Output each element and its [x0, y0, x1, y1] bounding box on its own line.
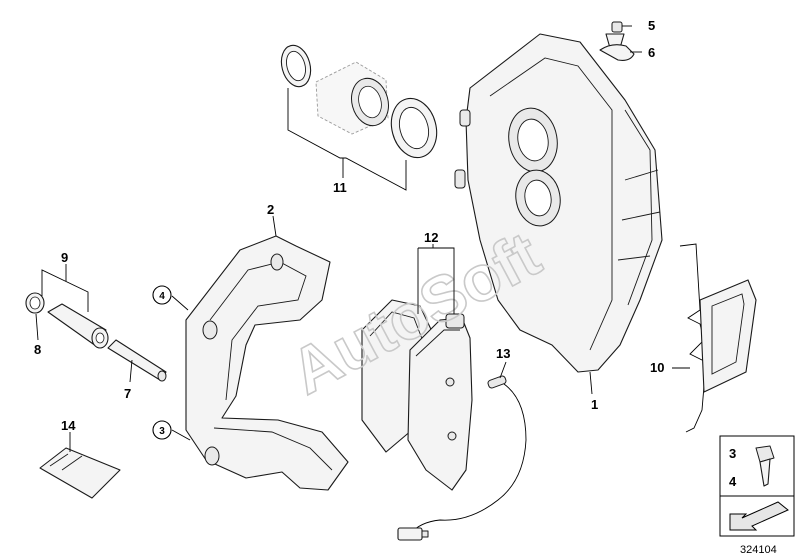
dust-cap	[25, 292, 45, 314]
callout-3-circle: 3	[152, 420, 172, 440]
leader-lines	[35, 25, 690, 452]
caliper-carrier	[185, 235, 349, 491]
callout-5: 5	[648, 18, 655, 33]
guide-pin	[107, 339, 167, 382]
callout-1: 1	[591, 397, 598, 412]
grease-sachet	[39, 447, 121, 499]
legend-label-top: 3	[729, 446, 736, 461]
legend-label-bottom: 4	[729, 474, 737, 489]
bolt-icon	[755, 445, 775, 487]
callout-11: 11	[333, 180, 347, 195]
piston-seal-set	[280, 44, 438, 159]
bolt-legend-box: 3 4	[719, 435, 795, 497]
bleeder-screw	[605, 21, 625, 49]
callout-8: 8	[34, 342, 41, 357]
document-number: 324104	[740, 544, 777, 556]
callout-3: 3	[159, 426, 165, 437]
callout-7: 7	[124, 386, 131, 401]
callout-2: 2	[267, 202, 274, 217]
callout-10: 10	[650, 360, 664, 375]
callout-9: 9	[61, 250, 68, 265]
callout-13: 13	[496, 346, 510, 361]
guide-bushing	[47, 303, 109, 349]
callout-4: 4	[159, 291, 165, 302]
reference-arrow-icon	[729, 501, 789, 531]
anti-rattle-spring	[679, 243, 757, 433]
bleeder-cap	[599, 44, 635, 61]
callout-12: 12	[424, 230, 438, 245]
reference-arrow-box	[719, 495, 795, 537]
pad-wear-sensor	[397, 375, 527, 541]
callout-4-circle: 4	[152, 285, 172, 305]
brake-caliper-housing	[454, 33, 663, 373]
callout-6: 6	[648, 45, 655, 60]
callout-14: 14	[61, 418, 76, 433]
brake-pads	[361, 299, 473, 491]
